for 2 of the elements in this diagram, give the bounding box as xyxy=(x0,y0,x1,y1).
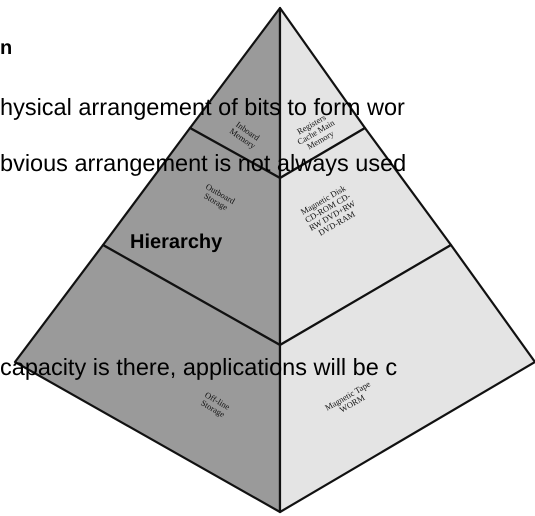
heading: Hierarchy xyxy=(130,232,222,252)
heading: n xyxy=(0,38,12,58)
